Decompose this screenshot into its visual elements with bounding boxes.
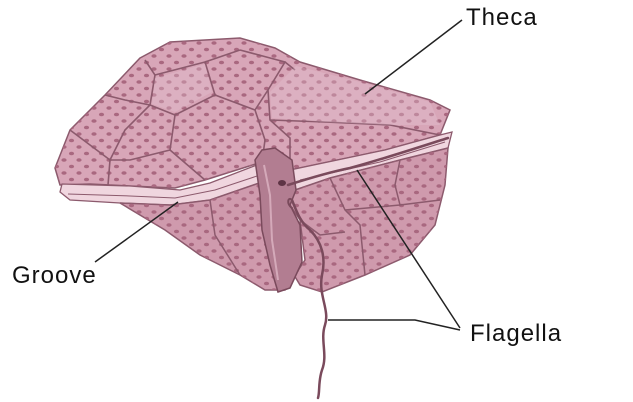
- flagella-leader-lower: [328, 320, 460, 330]
- label-theca: Theca: [466, 4, 538, 32]
- theca-leader: [365, 20, 462, 94]
- label-flagella: Flagella: [470, 320, 562, 348]
- cell-body: [55, 38, 452, 292]
- label-groove: Groove: [12, 262, 97, 290]
